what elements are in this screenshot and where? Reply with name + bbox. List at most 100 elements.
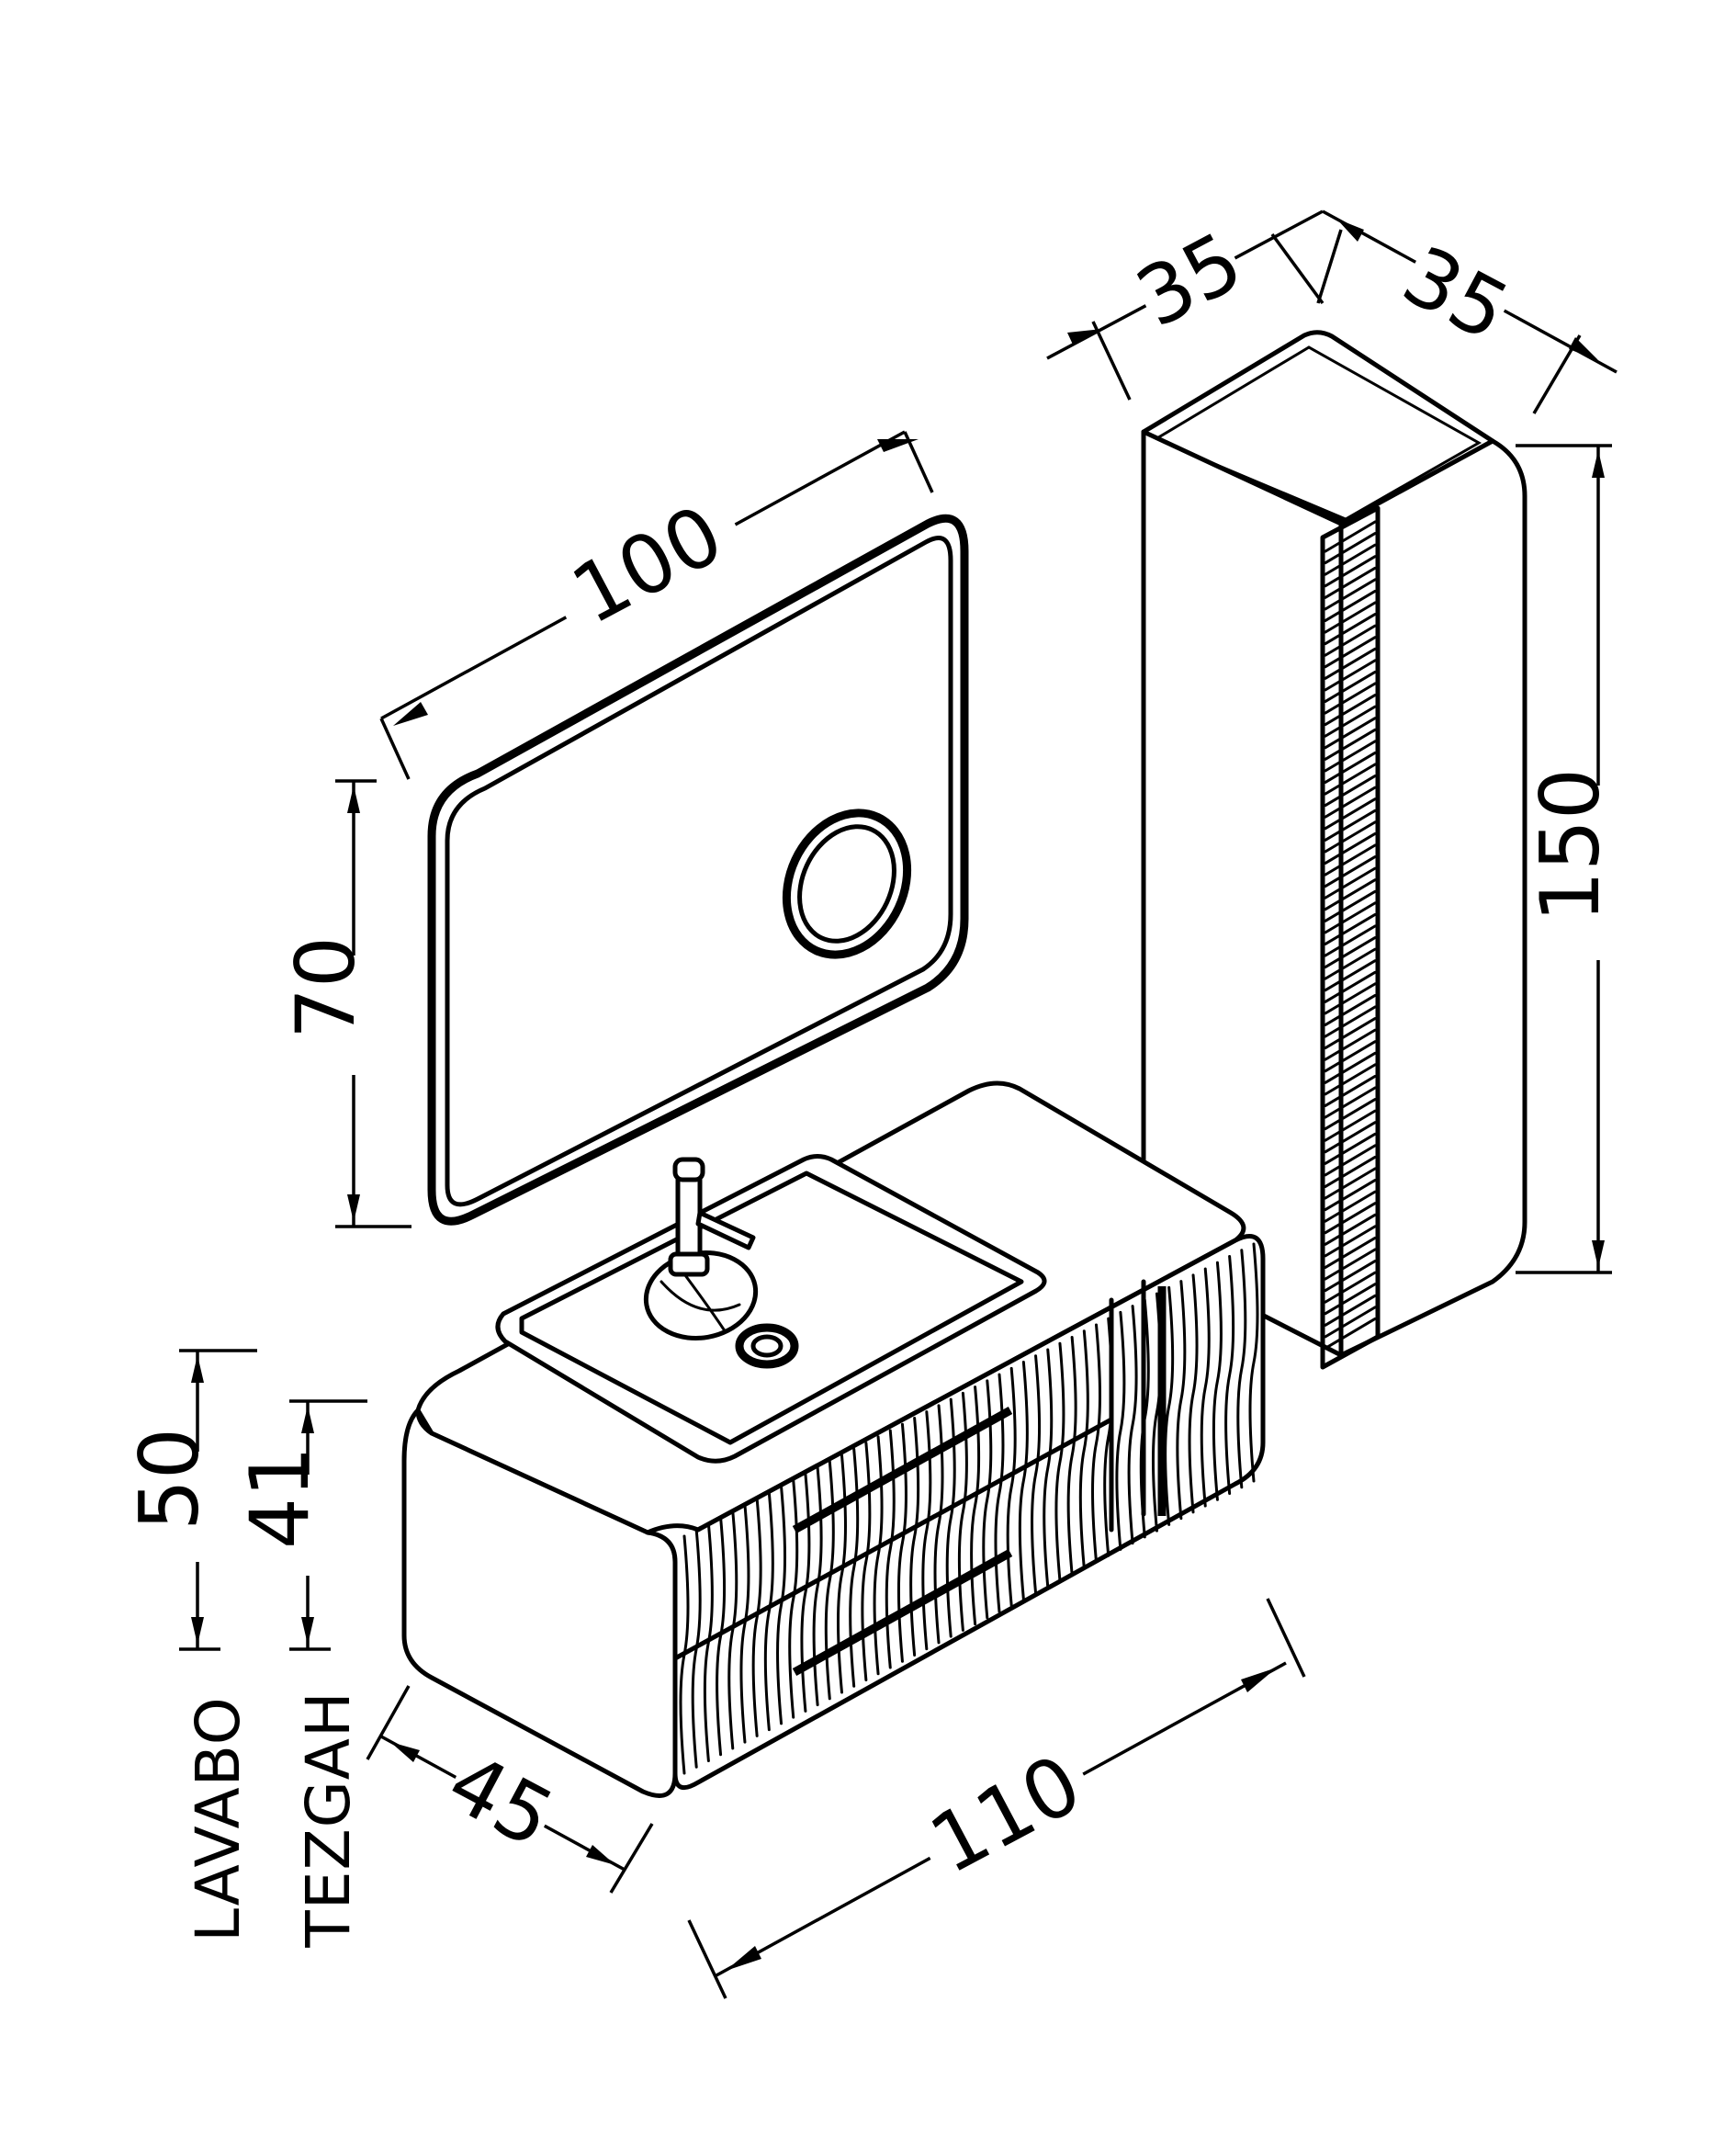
cabinet-rib bbox=[1324, 982, 1377, 1015]
label-lavabo: LAVABO bbox=[183, 1696, 254, 1941]
cabinet-rib bbox=[1324, 1028, 1377, 1061]
cabinet-rib bbox=[1324, 717, 1377, 750]
dimension-counter-height: 41 bbox=[232, 1399, 367, 1651]
vanity-rib bbox=[1236, 1249, 1247, 1489]
cabinet-rib bbox=[1324, 1213, 1377, 1246]
cabinet-rib bbox=[1324, 1109, 1377, 1142]
cabinet-rib bbox=[1324, 578, 1377, 611]
faucet bbox=[668, 1157, 756, 1277]
cabinet-rib bbox=[1324, 936, 1377, 969]
cabinet-rib bbox=[1324, 659, 1377, 692]
cabinet-rib bbox=[1324, 855, 1377, 888]
vanity-rib bbox=[1224, 1255, 1235, 1496]
cabinet-rib bbox=[1324, 970, 1377, 1003]
dimension-cabinet-height: 150 bbox=[1516, 444, 1640, 1274]
cabinet-rib bbox=[1324, 1317, 1377, 1350]
cabinet-rib bbox=[1324, 1005, 1377, 1038]
cabinet-rib bbox=[1324, 1155, 1377, 1188]
dimension-sink-height: 50 bbox=[122, 1349, 257, 1651]
cabinet-rib bbox=[1324, 1248, 1377, 1281]
cabinet-rib bbox=[1324, 532, 1377, 565]
cabinet-rib bbox=[1324, 1086, 1377, 1119]
cabinet-rib bbox=[1324, 763, 1377, 796]
vanity-rib bbox=[1188, 1273, 1199, 1514]
cabinet-rib bbox=[1324, 809, 1377, 842]
vanity-rib bbox=[1078, 1329, 1089, 1570]
cabinet-rib bbox=[1324, 775, 1377, 808]
cabinet-rib bbox=[1324, 543, 1377, 576]
cabinet-rib bbox=[1324, 1098, 1377, 1131]
cabinet-rib bbox=[1324, 520, 1377, 553]
vanity-rib bbox=[776, 1485, 787, 1725]
cabinet-rib bbox=[1324, 647, 1377, 680]
cabinet-rib bbox=[1324, 740, 1377, 773]
vanity-rib bbox=[1127, 1305, 1138, 1545]
cabinet-rib bbox=[1324, 1294, 1377, 1327]
cabinet-rib bbox=[1324, 601, 1377, 634]
cabinet-rib bbox=[1324, 1225, 1377, 1258]
cabinet-rib bbox=[1324, 705, 1377, 738]
cabinet-rib bbox=[1324, 1190, 1377, 1223]
cabinet-rib bbox=[1324, 589, 1377, 622]
label-cabinet-depth: 35 bbox=[1122, 214, 1257, 346]
vanity-rib bbox=[994, 1373, 1005, 1613]
cabinet-rib bbox=[1324, 1063, 1377, 1096]
vanity-rib bbox=[1176, 1280, 1187, 1521]
cabinet-rib bbox=[1324, 878, 1377, 911]
label-tezgah: TEZGAH bbox=[293, 1691, 364, 1948]
label-mirror-height: 70 bbox=[278, 936, 373, 1039]
dimension-mirror-height: 70 bbox=[278, 779, 411, 1228]
cabinet-rib bbox=[1324, 1271, 1377, 1304]
cabinet-rib bbox=[1324, 566, 1377, 599]
cabinet-rib bbox=[1324, 682, 1377, 715]
mirror bbox=[427, 514, 969, 1226]
cabinet-rib bbox=[1324, 831, 1377, 865]
drawer-handle-bottom bbox=[792, 1549, 1013, 1676]
cabinet-rib bbox=[1324, 924, 1377, 957]
cabinet-rib bbox=[1324, 1283, 1377, 1316]
cabinet-rib bbox=[1324, 901, 1377, 934]
cabinet-rib bbox=[1324, 786, 1377, 819]
vanity-rib bbox=[1248, 1242, 1259, 1483]
vanity-rib bbox=[1043, 1348, 1054, 1589]
vanity-rib bbox=[1200, 1267, 1211, 1508]
cabinet-rib bbox=[1324, 866, 1377, 899]
vanity-rib bbox=[739, 1503, 750, 1744]
cabinet-rib bbox=[1324, 1040, 1377, 1073]
vanity-rib bbox=[1066, 1335, 1077, 1576]
vanity-rib bbox=[1054, 1341, 1065, 1582]
cabinet-rib bbox=[1324, 636, 1377, 669]
cabinet-rib bbox=[1324, 912, 1377, 945]
vanity-rib bbox=[763, 1491, 774, 1732]
vanity-rib bbox=[1031, 1354, 1042, 1595]
label-counter-height: 41 bbox=[232, 1446, 327, 1549]
cabinet-rib bbox=[1324, 613, 1377, 646]
vanity-rib bbox=[982, 1379, 993, 1620]
cabinet-rib bbox=[1324, 947, 1377, 980]
label-sink-height: 50 bbox=[122, 1428, 217, 1531]
vanity-rib bbox=[1212, 1261, 1223, 1501]
cabinet-rib bbox=[1324, 843, 1377, 877]
label-cabinet-height: 150 bbox=[1523, 768, 1618, 922]
cabinet-rib bbox=[1324, 1121, 1377, 1154]
cabinet-rib bbox=[1324, 670, 1377, 703]
vanity-rib bbox=[751, 1497, 762, 1737]
cabinet-rib bbox=[1324, 1051, 1377, 1084]
cabinet-ribs bbox=[1324, 520, 1377, 1350]
vanity-rib bbox=[1115, 1310, 1126, 1551]
vanity-rib bbox=[1006, 1366, 1017, 1607]
cabinet-rib bbox=[1324, 820, 1377, 854]
cabinet-rib bbox=[1324, 1202, 1377, 1235]
vanity-rib bbox=[727, 1510, 738, 1750]
cabinet-rib bbox=[1324, 555, 1377, 588]
cabinet-rib bbox=[1324, 694, 1377, 727]
cabinet-rib bbox=[1324, 1179, 1377, 1212]
cabinet-rib bbox=[1324, 1236, 1377, 1269]
label-cabinet-width: 35 bbox=[1389, 228, 1524, 360]
tall-cabinet bbox=[1141, 330, 1527, 1370]
cabinet-rib bbox=[1324, 1167, 1377, 1200]
cabinet-rib bbox=[1324, 1132, 1377, 1165]
drawer-handle-top bbox=[792, 1407, 1013, 1533]
cabinet-rib bbox=[1324, 1017, 1377, 1050]
cabinet-rib bbox=[1324, 959, 1377, 992]
